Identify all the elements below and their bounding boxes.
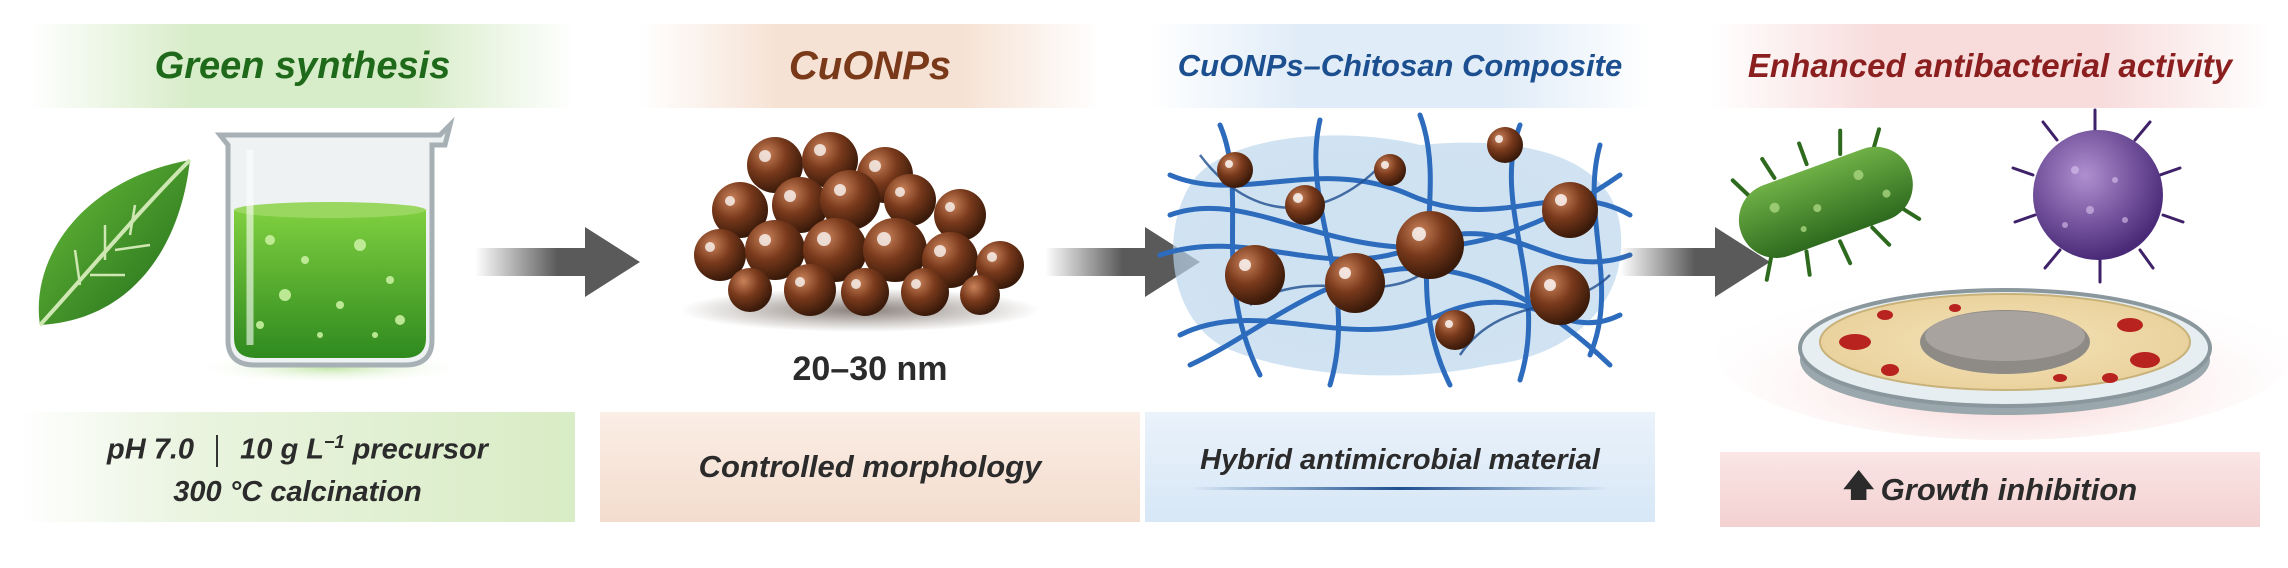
stage-1-param-row: pH 7.0 10 g L−1 precursor — [107, 421, 488, 471]
precursor-suffix: precursor — [344, 433, 488, 466]
beaker-icon — [190, 116, 470, 384]
arrow-right-icon — [1620, 227, 1770, 297]
stage-3-banner: CuONPs–Chitosan Composite — [1150, 24, 1650, 108]
precursor-exponent: −1 — [323, 432, 345, 453]
particle-size-label: 20–30 nm — [792, 350, 948, 388]
stage-1-banner: Green synthesis — [30, 24, 575, 108]
stage-4-title: Enhanced antibacterial activity — [1747, 47, 2233, 84]
divider — [216, 435, 219, 468]
stage-3-caption-box: Hybrid antimicrobial material — [1145, 412, 1655, 522]
up-arrow-icon: 🡅 — [1842, 468, 1875, 503]
ph-label: pH 7.0 — [107, 433, 195, 466]
stage-3-title: CuONPs–Chitosan Composite — [1177, 48, 1623, 83]
calcination-label: 300 °C calcination — [173, 475, 422, 508]
leaf-icon — [38, 158, 192, 327]
stage-3-caption: Hybrid antimicrobial material — [1200, 444, 1600, 476]
stage-1-title: Green synthesis — [154, 44, 451, 87]
caption-underline — [1190, 487, 1610, 490]
stage-2-caption: Controlled morphology — [698, 449, 1042, 484]
stage-2-banner: CuONPs — [640, 24, 1100, 108]
nanoparticle-cluster-icon — [680, 132, 1040, 332]
precursor-prefix: 10 g L — [240, 433, 324, 466]
stage-2-title: CuONPs — [788, 43, 952, 88]
chitosan-network-icon — [1157, 112, 1633, 388]
bacteria-and-petri-dish-icon — [1715, 108, 2288, 440]
stage-4-banner: Enhanced antibacterial activity — [1710, 24, 2270, 108]
arrow-right-icon — [475, 227, 640, 297]
stage-2-caption-box: Controlled morphology — [600, 412, 1140, 522]
arrow-right-icon — [1045, 227, 1200, 297]
stage-1-caption-box: pH 7.0 10 g L−1 precursor 300 °C calcina… — [20, 412, 575, 522]
stage-4-caption-box: 🡅 Growth inhibition — [1720, 452, 2260, 527]
stage-4-caption: Growth inhibition — [1880, 471, 2138, 507]
